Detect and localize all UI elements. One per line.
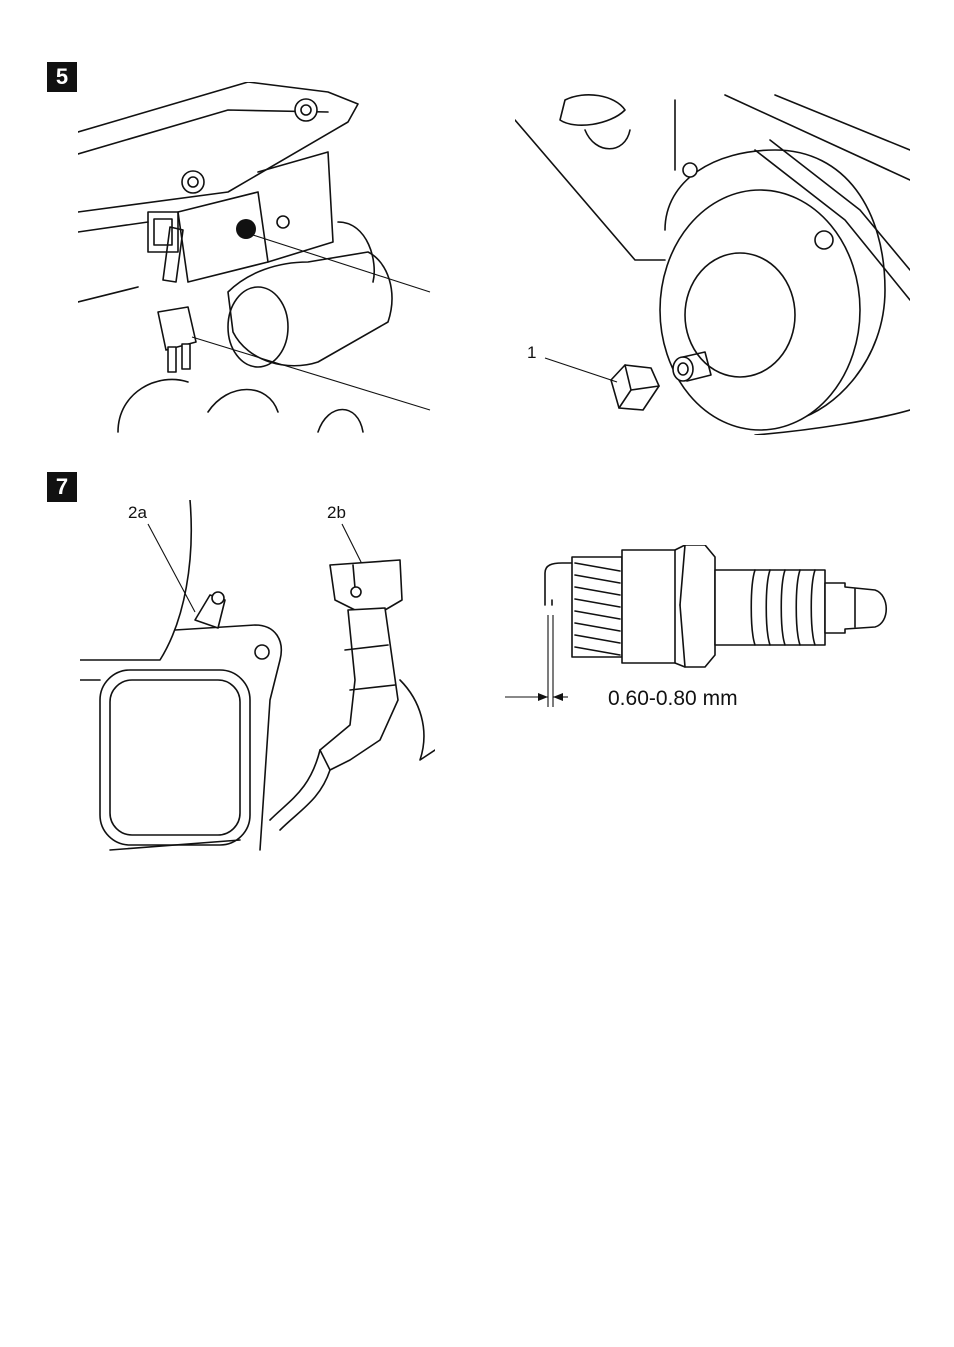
gap-measurement-label: 0.60-0.80 mm	[608, 687, 738, 710]
step-7-badge: 7	[47, 472, 77, 502]
starter-illustration	[78, 82, 438, 437]
spark-plug-illustration: 2a 2b	[80, 500, 435, 855]
oil-drain-illustration: 1	[515, 90, 910, 435]
callout-1: 1	[527, 343, 536, 362]
callout-2b: 2b	[327, 503, 346, 522]
callout-2a: 2a	[128, 503, 147, 522]
step-5-badge: 5	[47, 62, 77, 92]
plug-gap-illustration: 0.60-0.80 mm	[500, 545, 900, 720]
